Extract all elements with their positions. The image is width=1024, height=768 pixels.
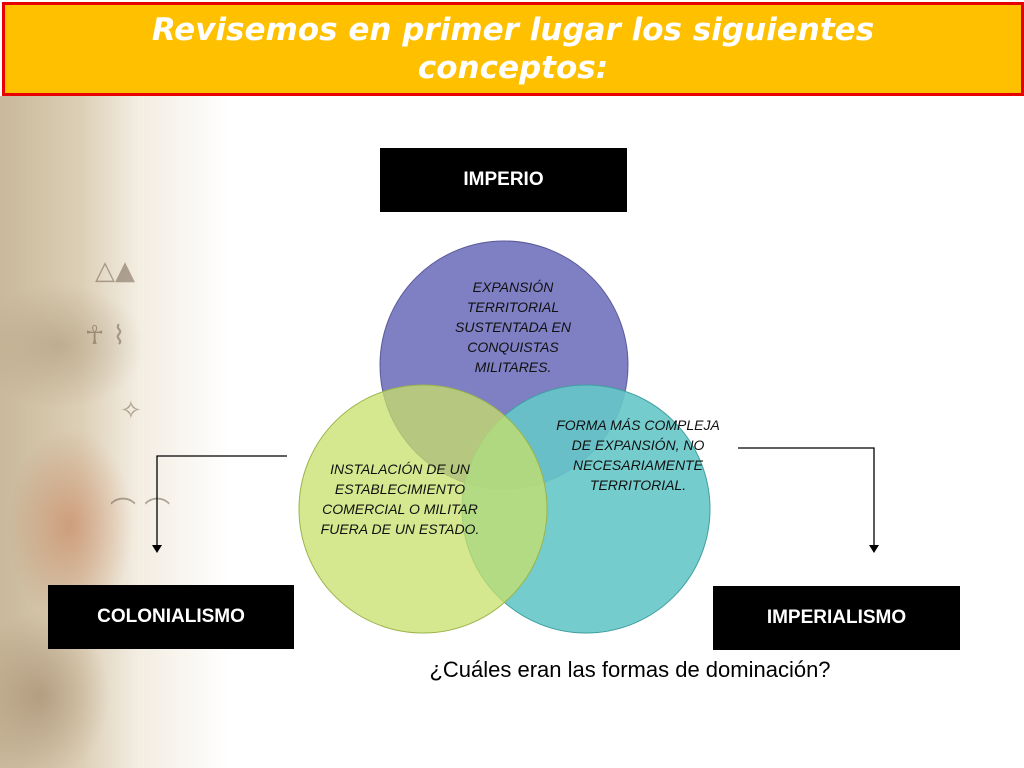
decorative-papyrus-strip: △▲ ☥ ⌇ ✧ ⌒ ⌒: [0, 96, 230, 768]
colonialismo-definition: INSTALACIÓN DE UN ESTABLECIMIENTO COMERC…: [320, 461, 480, 537]
hieroglyph-icon: △▲: [95, 256, 135, 286]
right-arrowhead: [869, 545, 879, 553]
circle-colonialismo: [298, 384, 548, 634]
title-banner: Revisemos en primer lugar los siguientes…: [2, 2, 1024, 96]
colonialismo-box: COLONIALISMO: [48, 585, 294, 649]
right-connector: [738, 447, 875, 546]
left-arrowhead: [152, 545, 162, 553]
imperio-definition: EXPANSIÓN TERRITORIAL SUSTENTADA EN CONQ…: [455, 279, 571, 375]
imperialismo-definition: FORMA MÁS COMPLEJA DE EXPANSIÓN, NO NECE…: [556, 417, 720, 493]
colonialismo-label: COLONIALISMO: [97, 606, 245, 627]
question-text: ¿Cuáles eran las formas de dominación?: [429, 657, 831, 682]
slide-title: Revisemos en primer lugar los siguientes…: [151, 12, 875, 86]
imperialismo-box: IMPERIALISMO: [713, 586, 960, 650]
hieroglyph-icon: ⌒ ⌒: [110, 497, 171, 527]
imperio-label: IMPERIO: [463, 169, 544, 190]
hieroglyph-icon: ☥ ⌇: [85, 321, 126, 351]
imperio-box: IMPERIO: [380, 148, 627, 212]
left-connector: [156, 455, 287, 546]
hieroglyph-icon: ✧: [120, 396, 142, 426]
imperialismo-label: IMPERIALISMO: [766, 607, 907, 628]
connector-lines: [156, 447, 875, 546]
